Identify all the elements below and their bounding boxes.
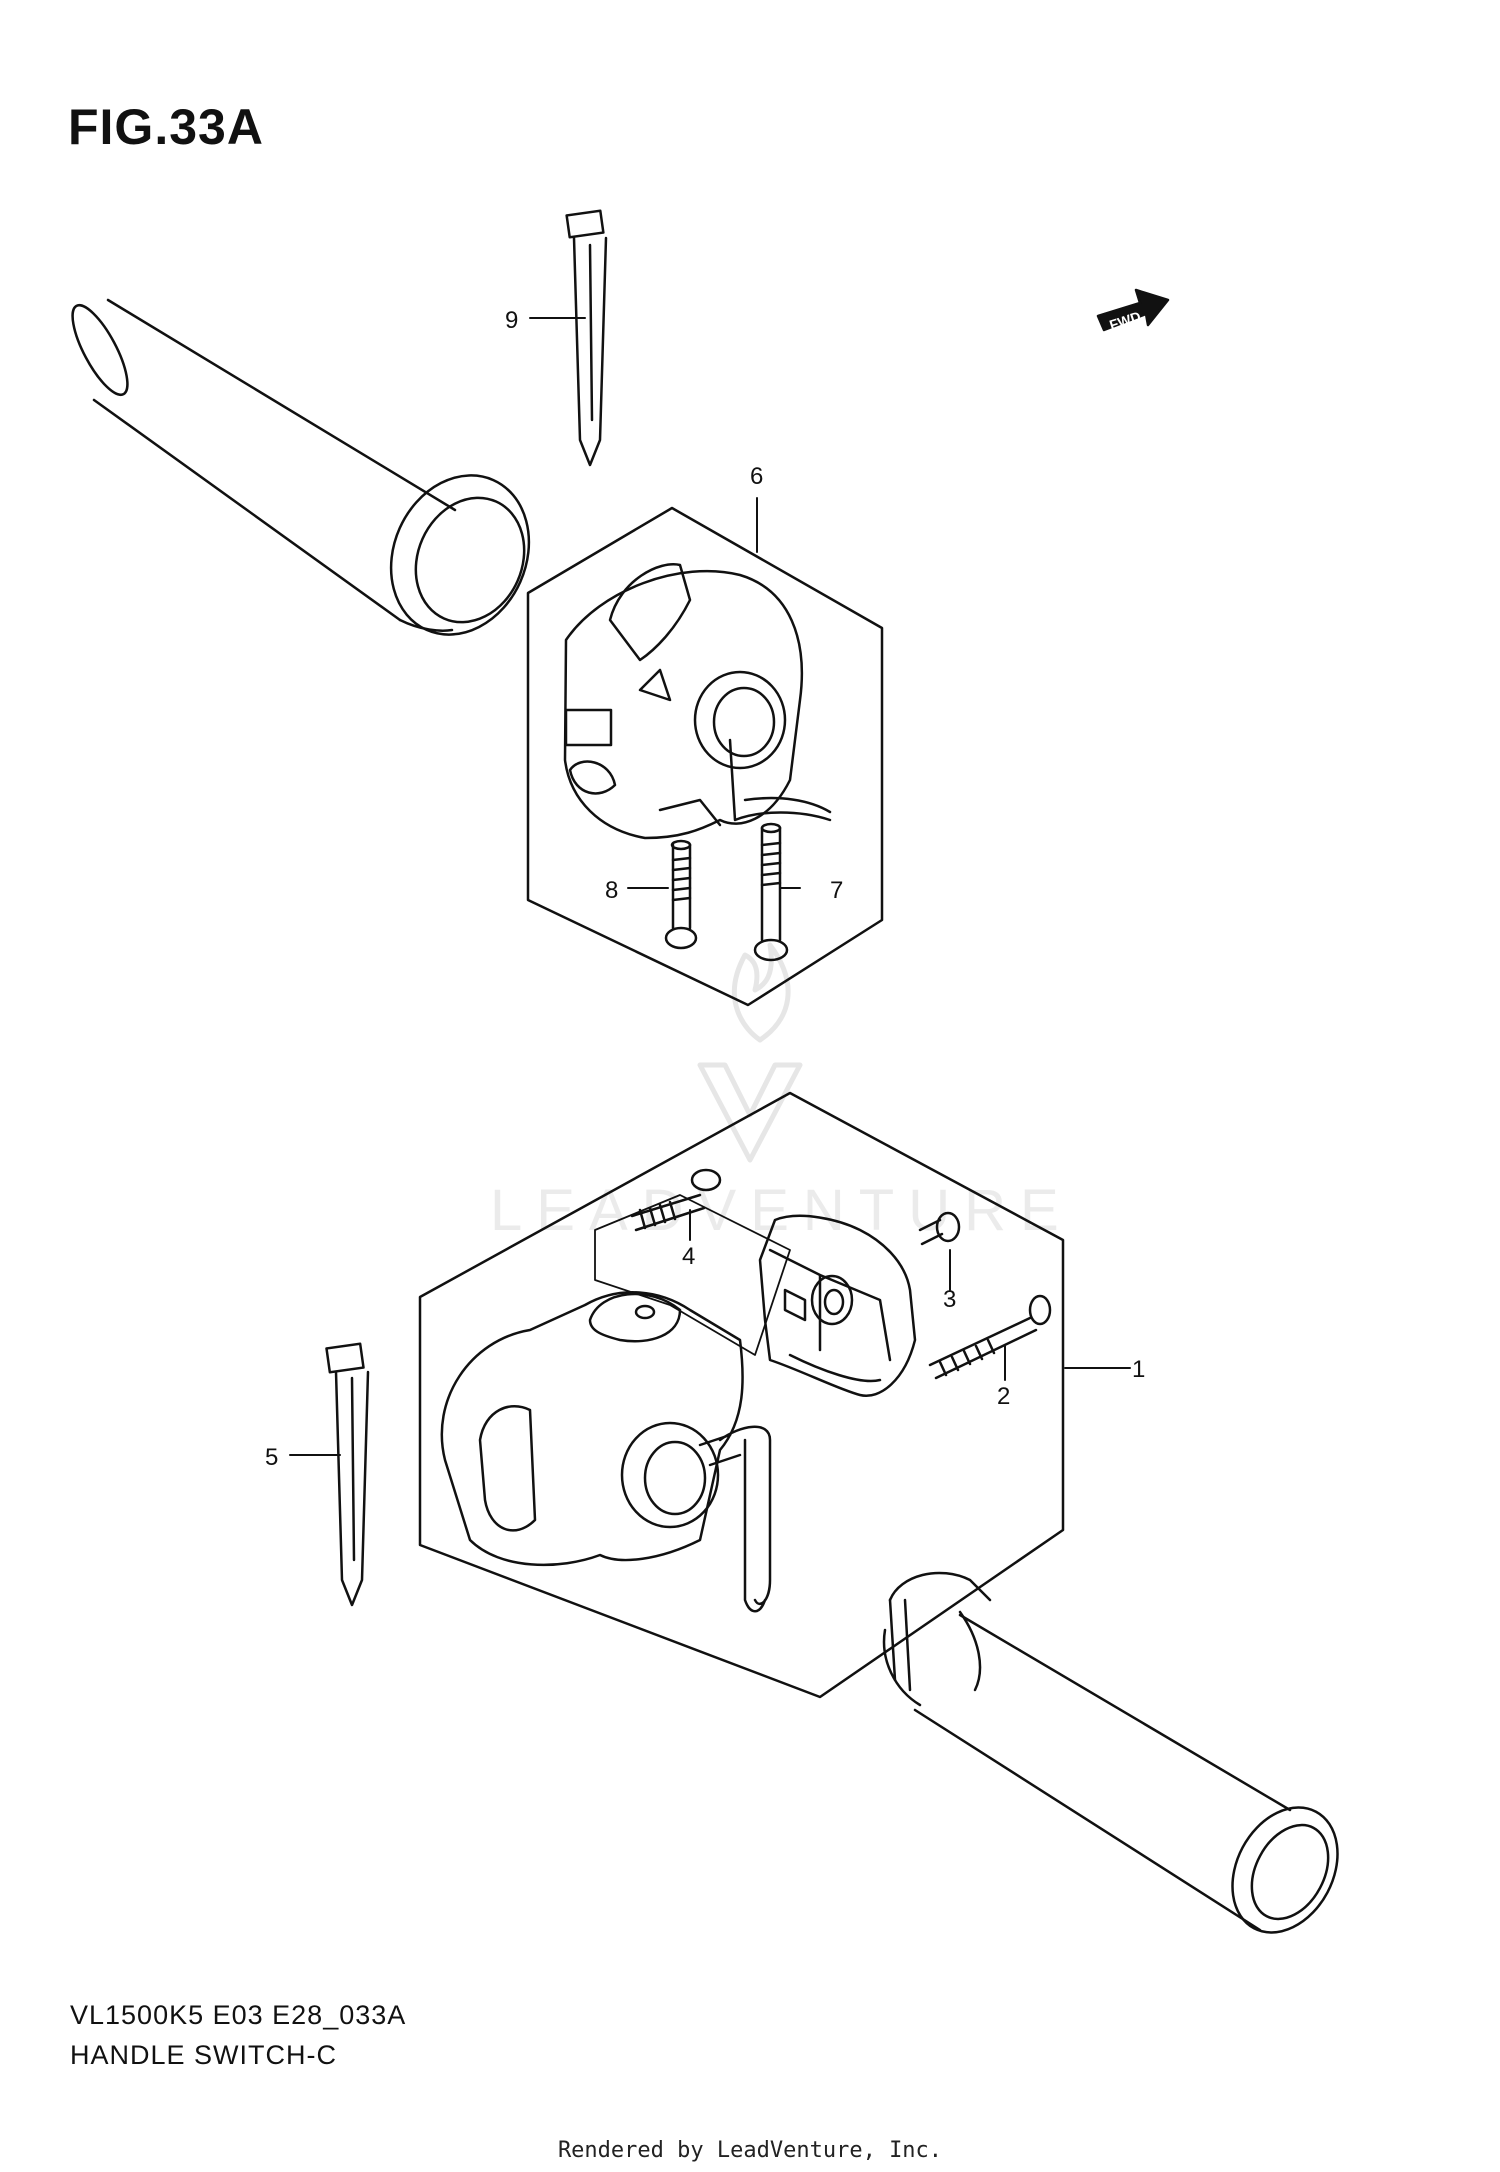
screw-7 xyxy=(753,822,789,962)
screw-2 xyxy=(928,1294,1052,1380)
screw-4 xyxy=(630,1168,722,1232)
leader-lines xyxy=(289,317,1131,1456)
callout-5: 5 xyxy=(265,1444,278,1471)
callout-3: 3 xyxy=(943,1286,956,1313)
render-credit: Rendered by LeadVenture, Inc. xyxy=(557,2138,943,2163)
diagram-code: VL1500K5 E03 E28_033A xyxy=(70,2000,407,2030)
screw-8 xyxy=(664,839,698,950)
callout-2: 2 xyxy=(997,1383,1010,1410)
cable-tie-5 xyxy=(325,1342,370,1607)
figure-title: FIG.33A xyxy=(68,99,264,155)
left-grip xyxy=(71,298,531,636)
screw-3 xyxy=(918,1211,961,1246)
fwd-arrow-icon: FWD xyxy=(1096,288,1170,333)
callout-6: 6 xyxy=(750,463,763,490)
callout-9: 9 xyxy=(505,307,518,334)
watermark-text: LEADVENTURE xyxy=(490,1178,1073,1243)
right-handle-switch-housing xyxy=(440,1291,772,1613)
callout-4: 4 xyxy=(682,1243,695,1270)
diagram-name: HANDLE SWITCH-C xyxy=(70,2040,338,2070)
throttle-grip xyxy=(882,1571,1339,1934)
lower-assembly-frame xyxy=(418,1091,1065,1699)
upper-assembly-frame xyxy=(526,506,884,1007)
callout-numbers: 1 2 3 4 5 6 7 8 9 xyxy=(265,307,1145,1471)
callout-8: 8 xyxy=(605,877,618,904)
callout-1: 1 xyxy=(1132,1356,1145,1383)
switch-clamp-bracket xyxy=(758,1214,917,1397)
inner-assembly-outline xyxy=(594,1194,791,1356)
watermark-logo xyxy=(697,942,803,1163)
left-handle-switch-housing xyxy=(563,563,832,840)
callout-7: 7 xyxy=(830,877,843,904)
cable-tie-9 xyxy=(565,209,608,467)
